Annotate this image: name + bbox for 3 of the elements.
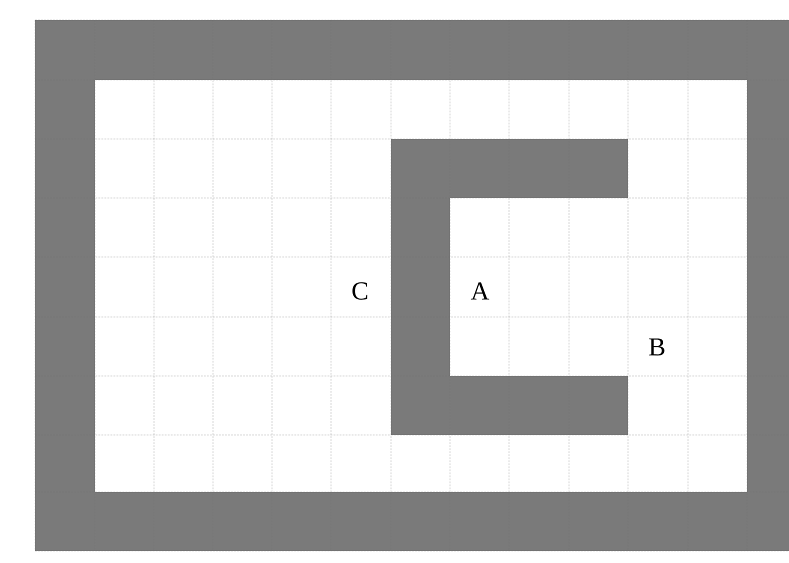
point-label: C [352, 282, 368, 300]
point-label: B [649, 338, 664, 356]
point-label: A [470, 282, 490, 300]
